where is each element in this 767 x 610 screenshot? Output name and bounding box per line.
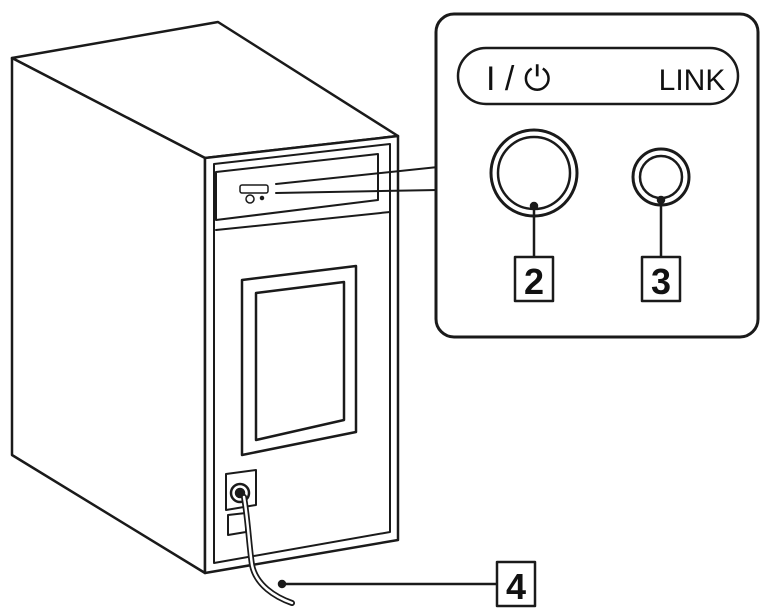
panel-label-strip — [456, 46, 740, 106]
callout-box-4 — [495, 560, 537, 608]
strip-divider — [215, 211, 391, 231]
magnify-leader-lines — [275, 166, 439, 194]
power-button[interactable] — [489, 128, 579, 218]
front-window — [240, 264, 358, 457]
link-button-leader-dot — [656, 195, 666, 205]
callout-power-cord: 4 — [506, 566, 526, 607]
callout-link-button: 3 — [651, 261, 671, 302]
callout-power-button: 2 — [524, 261, 544, 302]
speaker-cabinet — [10, 20, 400, 575]
callout-box-2 — [513, 255, 555, 303]
panel-link-label: LINK — [659, 64, 726, 97]
front-control-strip — [215, 153, 379, 221]
magnified-panel — [434, 12, 760, 339]
link-button[interactable] — [631, 147, 691, 207]
power-button-leader-dot — [529, 201, 539, 211]
power-cord-leader-dot — [277, 579, 287, 589]
front-controls — [239, 184, 269, 204]
callout-box-3 — [640, 255, 682, 303]
panel-power-label: I / ⏻ — [486, 60, 551, 98]
